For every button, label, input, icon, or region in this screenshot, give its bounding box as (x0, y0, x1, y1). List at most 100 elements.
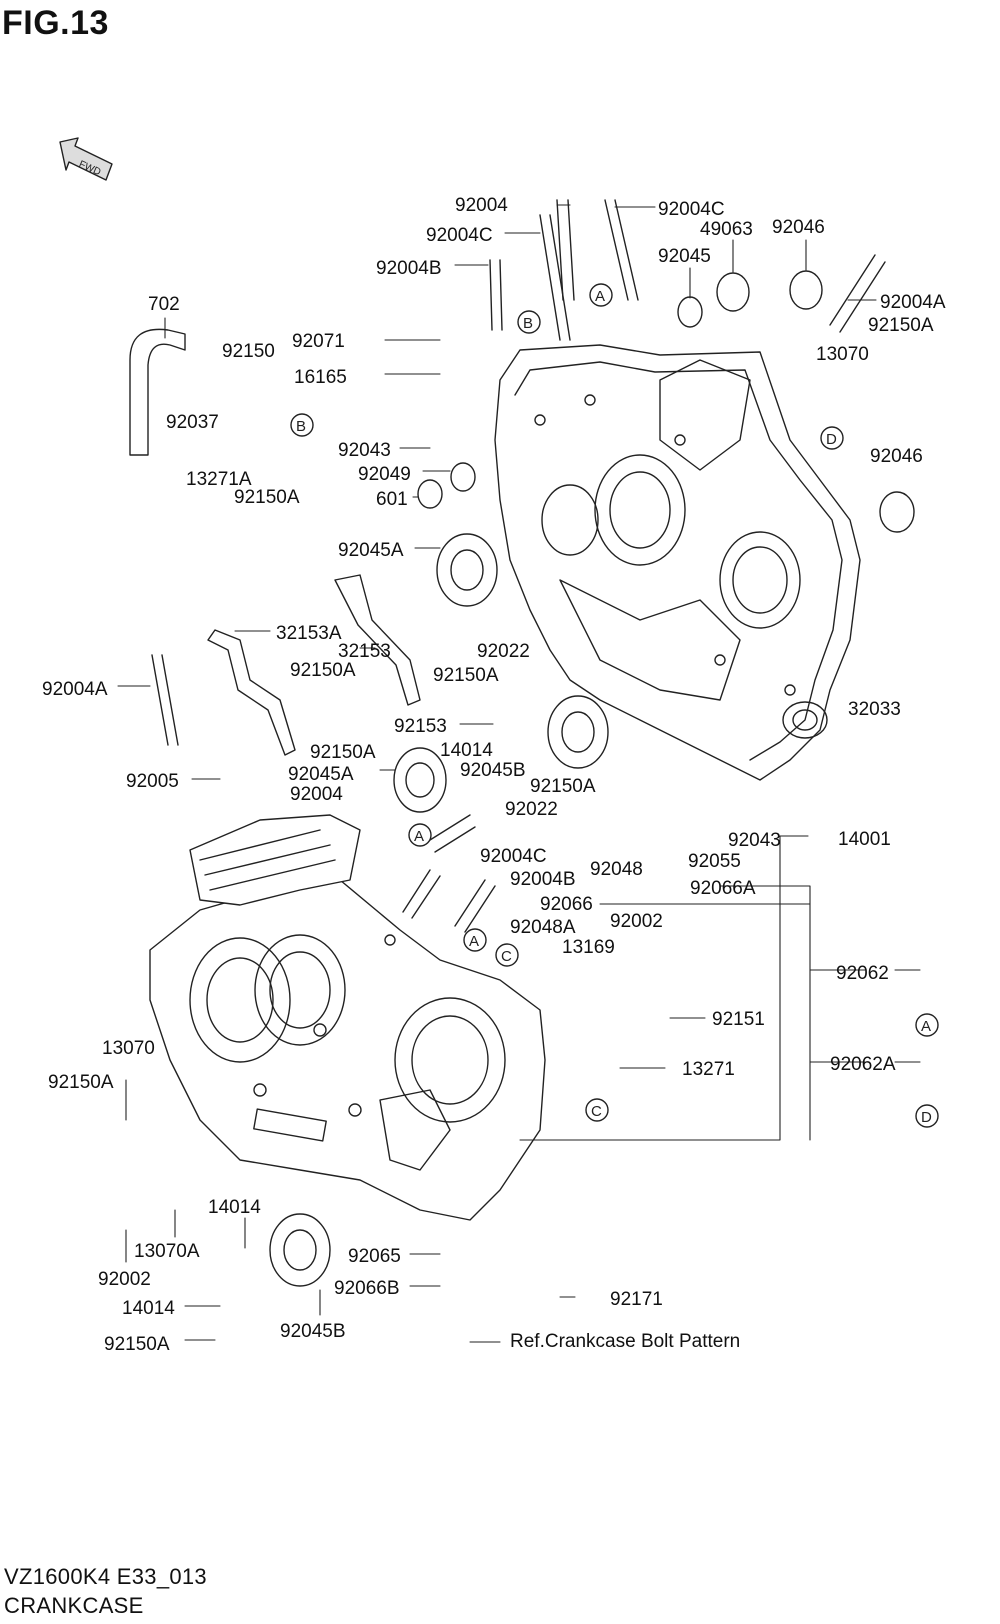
svg-text:A: A (921, 1018, 931, 1035)
callout-b-hose: B (290, 413, 314, 437)
svg-text:B: B (296, 418, 306, 435)
part-label: 92049 (358, 464, 411, 485)
part-label: 92045B (460, 760, 526, 781)
breather-hose (129, 328, 186, 456)
part-label: 92004B (376, 258, 442, 279)
part-label: 92055 (688, 851, 741, 872)
part-label: 92004B (510, 869, 576, 890)
part-label: 92150A (530, 776, 596, 797)
svg-text:D: D (826, 431, 837, 448)
part-label: 92150A (433, 665, 499, 686)
part-label: 92150A (48, 1072, 114, 1093)
part-label: 92150A (868, 315, 934, 336)
part-label: 13070 (102, 1038, 155, 1059)
part-label: Ref.Crankcase Bolt Pattern (510, 1331, 740, 1352)
part-label: 16165 (294, 367, 347, 388)
part-label: 92062A (830, 1054, 896, 1075)
part-label: 92004A (42, 679, 108, 700)
part-label: 92066B (334, 1278, 400, 1299)
part-label: 14014 (208, 1197, 261, 1218)
part-label: 92045A (288, 764, 354, 785)
part-label: 92004 (290, 784, 343, 805)
callout-c-right: C (585, 1098, 609, 1122)
part-label: 92150A (310, 742, 376, 763)
part-label: 92004C (426, 225, 493, 246)
part-label: 92004C (480, 846, 547, 867)
part-label: 13169 (562, 937, 615, 958)
part-label: 92071 (292, 331, 345, 352)
part-label: 92150 (222, 341, 275, 362)
part-label: 92066 (540, 894, 593, 915)
callout-d-right: D (915, 1104, 939, 1128)
svg-text:A: A (595, 288, 605, 305)
part-label: 92153 (394, 716, 447, 737)
part-label: 92043 (728, 830, 781, 851)
svg-text:A: A (414, 828, 424, 845)
part-label: 92048 (590, 859, 643, 880)
part-label: 92150A (290, 660, 356, 681)
part-label: 14014 (440, 740, 493, 761)
part-label: 49063 (700, 219, 753, 240)
figure-title: FIG.13 (2, 4, 109, 42)
bearings (269, 270, 915, 1287)
part-label: 13070 (816, 344, 869, 365)
callout-c-lower: C (495, 943, 519, 967)
callout-markers: A B B D A A C C A D (290, 283, 939, 1128)
svg-text:B: B (523, 315, 533, 332)
part-label: 13070A (134, 1241, 200, 1262)
callout-b-upper: B (517, 310, 541, 334)
part-label: 32153 (338, 641, 391, 662)
callout-a-mid: A (408, 823, 432, 847)
part-label: 92045B (280, 1321, 346, 1342)
part-label: 92062 (836, 963, 889, 984)
part-label: 92171 (610, 1289, 663, 1310)
part-label: 92022 (505, 799, 558, 820)
oil-pipes (207, 574, 421, 756)
part-label: 92048A (510, 917, 576, 938)
upper-crankcase-half (494, 344, 861, 781)
model-code: VZ1600K4 E33_013 (4, 1564, 207, 1589)
part-label: 13271A (186, 469, 252, 490)
part-label: 32153A (276, 623, 342, 644)
svg-text:D: D (921, 1109, 932, 1126)
part-label: 601 (376, 489, 408, 510)
part-label: 92150A (104, 1334, 170, 1355)
part-label: 14001 (838, 829, 891, 850)
callout-a-right: A (915, 1013, 939, 1037)
part-label: 92046 (870, 446, 923, 467)
part-label: 92022 (477, 641, 530, 662)
svg-text:C: C (501, 948, 512, 965)
callout-a-upper: A (589, 283, 613, 307)
part-label: 92004 (455, 195, 508, 216)
leader-lines (117, 204, 921, 1343)
part-label: 92045 (658, 246, 711, 267)
part-label: 92004C (658, 199, 725, 220)
part-label: 92005 (126, 771, 179, 792)
studs (151, 199, 886, 933)
part-label: 13271 (682, 1059, 735, 1080)
part-label: 92037 (166, 412, 219, 433)
part-label: 92002 (98, 1269, 151, 1290)
part-label: 92043 (338, 440, 391, 461)
part-label: 92045A (338, 540, 404, 561)
part-label: 92004A (880, 292, 946, 313)
part-label: 92151 (712, 1009, 765, 1030)
part-label: 14014 (122, 1298, 175, 1319)
part-label: 702 (148, 294, 180, 315)
fwd-arrow-icon: FWD (59, 137, 113, 181)
part-label: 92150A (234, 487, 300, 508)
lower-crankcase-half (149, 814, 546, 1221)
part-label: 92065 (348, 1246, 401, 1267)
part-label: 92002 (610, 911, 663, 932)
callout-d-upper: D (820, 426, 844, 450)
svg-text:A: A (469, 933, 479, 950)
part-label: 92066A (690, 878, 756, 899)
part-label: 92046 (772, 217, 825, 238)
svg-text:C: C (591, 1103, 602, 1120)
section-name: CRANKCASE (4, 1593, 144, 1618)
callout-a-lower: A (463, 928, 487, 952)
part-label: 32033 (848, 699, 901, 720)
